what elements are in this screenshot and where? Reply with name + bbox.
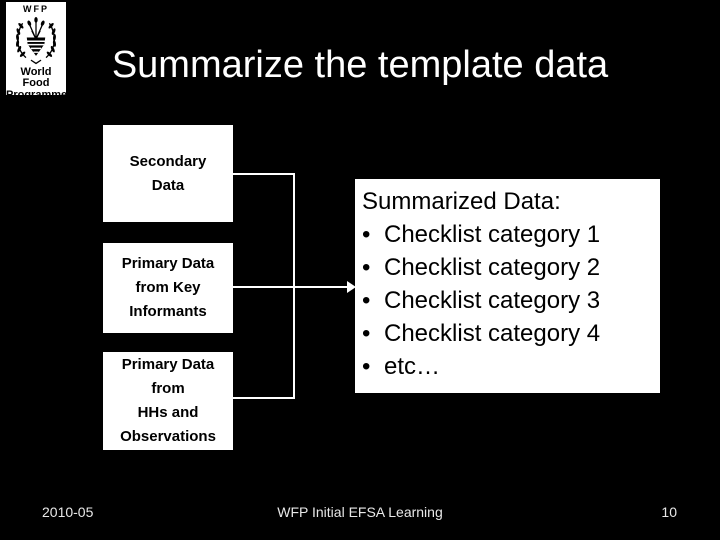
- footer-date: 2010-05: [42, 504, 94, 520]
- flow-box-primary-hhs-observations: Primary Data from HHs and Observations: [103, 352, 233, 450]
- summary-item-text: Checklist category 1: [384, 221, 601, 248]
- bullet-icon: •: [362, 353, 371, 380]
- footer-title: WFP Initial EFSA Learning: [277, 504, 443, 520]
- summary-bullet-item: • Checklist category 2: [362, 251, 656, 284]
- flow-box-line: Secondary: [129, 152, 207, 170]
- summary-item-text: etc…: [384, 353, 441, 380]
- wfp-logo-name-line2: Programme: [6, 89, 68, 101]
- wfp-logo-acronym: WFP: [23, 4, 49, 14]
- summary-heading: Summarized Data:: [362, 188, 561, 215]
- flow-box-line: Informants: [129, 303, 207, 320]
- connector-line-top: [233, 173, 295, 175]
- arrowhead-right-icon: [347, 281, 356, 293]
- summary-item-text: Checklist category 3: [384, 287, 601, 314]
- bullet-icon: •: [362, 254, 371, 281]
- summary-item-text: Checklist category 2: [384, 254, 601, 281]
- summary-item-text: Checklist category 4: [384, 320, 601, 347]
- bullet-icon: •: [362, 221, 371, 248]
- connector-line-bottom: [233, 397, 295, 399]
- summary-bullet-item: • Checklist category 4: [362, 317, 656, 350]
- flow-box-primary-key-informants: Primary Data from Key Informants: [103, 243, 233, 333]
- summary-box: Summarized Data: • Checklist category 1 •…: [355, 179, 660, 393]
- flow-box-line: from: [151, 380, 185, 397]
- flow-box-secondary-data: Secondary Data: [103, 125, 233, 222]
- summary-bullet-item: • etc…: [362, 350, 656, 383]
- flow-box-line: Data: [151, 176, 185, 194]
- wfp-logo: WFP: [6, 2, 67, 101]
- flow-box-line: from Key: [135, 279, 201, 296]
- connector-vertical-brace: [293, 173, 295, 399]
- connector-arrow-shaft: [233, 286, 348, 288]
- flow-box-line: HHs and: [137, 404, 199, 421]
- flow-box-line: Primary Data: [121, 356, 215, 373]
- wfp-logo-name-line1: World Food: [20, 66, 52, 89]
- wfp-emblem-icon: [16, 17, 56, 65]
- flow-box-line: Observations: [120, 428, 216, 445]
- bullet-icon: •: [362, 320, 371, 347]
- flow-box-line: Primary Data: [121, 255, 215, 272]
- summary-bullet-item: • Checklist category 3: [362, 284, 656, 317]
- bullet-icon: •: [362, 287, 371, 314]
- footer-page-number: 10: [661, 504, 677, 520]
- summary-bullet-item: • Checklist category 1: [362, 218, 656, 251]
- slide-title: Summarize the template data: [111, 44, 609, 86]
